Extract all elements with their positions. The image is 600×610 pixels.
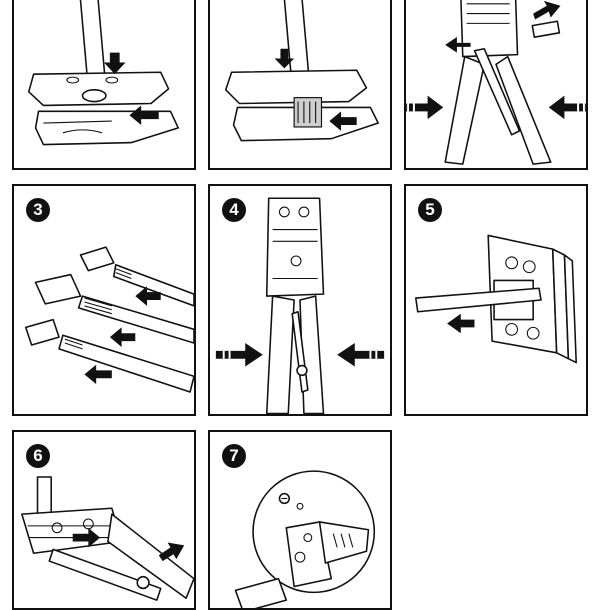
rj-connector-icon — [34, 273, 82, 305]
crimping-tool-icon — [224, 0, 379, 142]
dashed-arrow-icon — [215, 343, 263, 367]
step-b-panel — [208, 0, 392, 170]
crimping-tool-icon — [21, 476, 194, 601]
dashed-arrow-icon — [406, 95, 444, 120]
arrow-icon — [109, 327, 136, 347]
arrow-icon — [329, 111, 357, 131]
rj-connector-icon — [79, 246, 115, 272]
step-c-panel — [404, 0, 588, 170]
arrow-icon — [129, 105, 159, 125]
crimping-tool-icon — [406, 0, 586, 165]
cable-icon — [415, 287, 542, 313]
crimping-tool-icon — [27, 0, 180, 146]
step-number-badge: 5 — [418, 198, 442, 222]
dashed-arrow-icon — [548, 95, 586, 120]
crimping-tool-icon — [234, 470, 376, 608]
arrow-icon — [135, 286, 161, 306]
rj-connector-icon — [234, 577, 288, 608]
step-5-panel: 5 — [404, 184, 588, 416]
step-6-panel: 6 — [12, 430, 196, 610]
step-number-badge: 4 — [222, 198, 246, 222]
step-number-badge: 6 — [26, 444, 50, 468]
rj-connector-icon — [24, 318, 60, 346]
arrow-icon — [445, 37, 471, 53]
arrow-icon — [84, 364, 112, 385]
step-a-panel — [12, 0, 196, 170]
step-7-panel: 7 — [208, 430, 392, 610]
step-number-badge: 3 — [26, 198, 50, 222]
crimping-tool-icon — [415, 234, 577, 364]
step-3-panel: 3 — [12, 184, 196, 416]
arrow-icon — [104, 52, 126, 75]
arrow-icon — [533, 0, 561, 20]
crimping-tool-icon — [215, 197, 385, 414]
arrow-icon — [158, 542, 185, 562]
dashed-arrow-icon — [337, 343, 385, 367]
step-4-panel: 4 — [208, 184, 392, 416]
step-number-badge: 7 — [222, 444, 246, 468]
arrow-icon — [72, 527, 101, 548]
arrow-icon — [447, 313, 475, 334]
cable-icon — [36, 476, 52, 517]
cable-icon — [24, 246, 194, 393]
screw-icon — [278, 492, 304, 510]
